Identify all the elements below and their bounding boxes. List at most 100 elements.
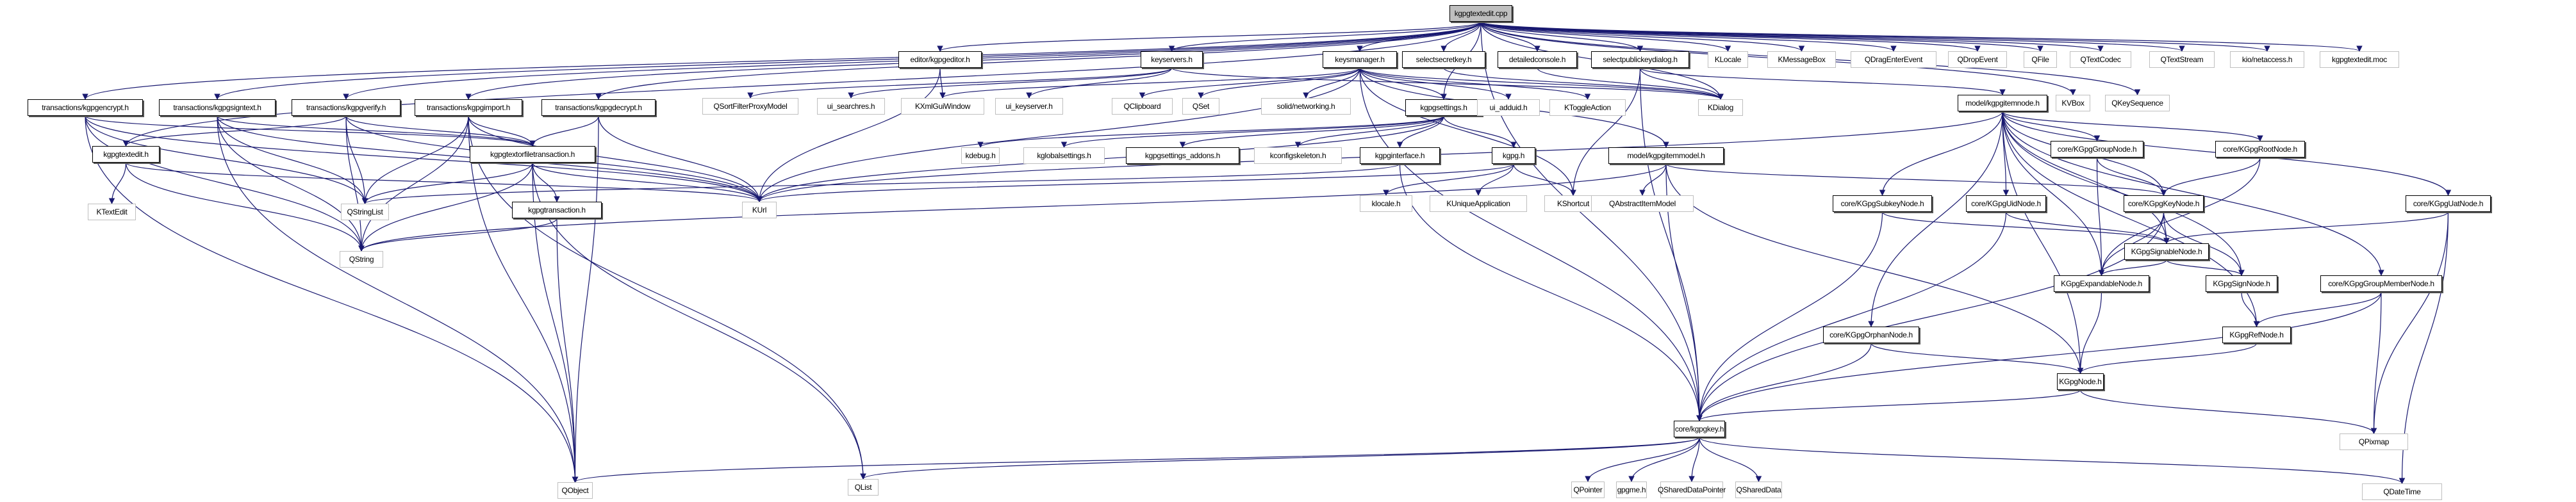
graph-node-keyservers[interactable]: keyservers.h bbox=[1141, 51, 1203, 68]
node-label: core/KGpgGroupNode.h bbox=[2057, 145, 2137, 154]
graph-node-rootnode[interactable]: core/KGpgRootNode.h bbox=[2215, 141, 2305, 158]
node-label: KShortcut bbox=[1557, 199, 1589, 208]
edge-groupnode-to-keynode bbox=[2096, 157, 2167, 196]
graph-node-settings[interactable]: kgpgsettings.h bbox=[1405, 99, 1482, 116]
edge-orphan-to-kgpgkey bbox=[1696, 343, 1872, 421]
edge-settings-to-kdebug bbox=[977, 115, 1444, 148]
graph-node-kgpgnode[interactable]: KGpgNode.h bbox=[2057, 373, 2104, 390]
node-label: KGpgExpandableNode.h bbox=[2061, 279, 2142, 288]
node-label: core/KGpgOrphanNode.h bbox=[1829, 330, 1913, 339]
node-label: kconfigskeleton.h bbox=[1269, 151, 1326, 160]
edge-root-to-selectsecret bbox=[1441, 21, 1482, 52]
node-label: QSharedDataPointer bbox=[1658, 485, 1726, 494]
graph-node-ktextedit: KTextEdit bbox=[88, 204, 136, 220]
edge-uidnode-to-kgpgkey bbox=[1696, 211, 2007, 421]
graph-node-signable[interactable]: KGpgSignableNode.h bbox=[2124, 243, 2209, 260]
graph-node-refnode[interactable]: KGpgRefNode.h bbox=[2222, 327, 2291, 343]
node-label: model/kgpgitemnode.h bbox=[1965, 99, 2040, 108]
edge-itemmodel-to-qaim bbox=[1639, 163, 1667, 196]
edge-itemmodel-to-keynode bbox=[1665, 163, 2167, 196]
edge-kgpgtransaction-to-qobject bbox=[556, 218, 579, 483]
graph-node-uidnode[interactable]: core/KGpgUidNode.h bbox=[1966, 195, 2046, 212]
edge-keysmanager-to-settings bbox=[1359, 67, 1447, 100]
edge-enc-to-textorfile bbox=[85, 115, 536, 147]
graph-node-orphan[interactable]: core/KGpgOrphanNode.h bbox=[1823, 327, 1919, 343]
node-label: keysmanager.h bbox=[1335, 55, 1385, 64]
edge-refnode-to-kgpgnode bbox=[2077, 343, 2258, 374]
node-label: kgpgsettings.h bbox=[1420, 103, 1467, 112]
edge-itemnode-to-groupnode bbox=[2002, 111, 2101, 142]
edge-itemnode-to-kgpgnode bbox=[2002, 111, 2084, 374]
edge-interface-to-kgpgkey bbox=[1399, 163, 1703, 421]
edge-decrypt-to-qobject bbox=[572, 115, 599, 483]
node-label: KGpgRefNode.h bbox=[2229, 330, 2284, 339]
graph-node-detailed[interactable]: detailedconsole.h bbox=[1498, 51, 1577, 68]
edge-rootnode-to-expandable bbox=[2098, 157, 2261, 276]
graph-node-import[interactable]: transactions/kgpgimport.h bbox=[415, 99, 522, 116]
edge-keyservers-to-uikeyserver bbox=[1026, 67, 1173, 99]
node-label: QDateTime bbox=[2383, 487, 2421, 496]
graph-node-groupnode[interactable]: core/KGpgGroupNode.h bbox=[2051, 141, 2143, 158]
graph-node-qdragenter: QDragEnterEvent bbox=[1851, 51, 1936, 68]
edge-keyservers-to-qsfpm bbox=[747, 67, 1173, 99]
graph-node-kgpgkey[interactable]: core/kgpgkey.h bbox=[1674, 421, 1725, 437]
edge-root-to-kmsgbox bbox=[1480, 21, 1805, 52]
graph-node-sign[interactable]: transactions/kgpgsigntext.h bbox=[159, 99, 276, 116]
node-label: KMessageBox bbox=[1778, 55, 1826, 64]
graph-node-editor[interactable]: editor/kgpgeditor.h bbox=[898, 51, 982, 68]
edge-root-to-editor bbox=[937, 21, 1482, 52]
graph-node-selectsecret[interactable]: selectsecretkey.h bbox=[1402, 51, 1485, 68]
node-label: core/KGpgUatNode.h bbox=[2413, 199, 2484, 208]
node-label: KUniqueApplication bbox=[1446, 199, 1510, 208]
edge-textorfile-to-kgpgtransaction bbox=[532, 162, 560, 202]
edge-enc-to-qobject bbox=[85, 115, 579, 483]
graph-node-textedit_h[interactable]: kgpgtextedit.h bbox=[92, 146, 160, 163]
edge-kgpgkey-to-qlist bbox=[860, 437, 1700, 480]
graph-node-root[interactable]: kgpgtextedit.cpp bbox=[1449, 5, 1512, 22]
graph-node-decrypt[interactable]: transactions/kgpgdecrypt.h bbox=[541, 99, 656, 116]
graph-node-signnode[interactable]: KGpgSignNode.h bbox=[2206, 275, 2277, 292]
graph-node-qsdp: QSharedDataPointer bbox=[1658, 482, 1726, 498]
edge-import-to-qobject bbox=[468, 115, 579, 483]
graph-node-expandable[interactable]: KGpgExpandableNode.h bbox=[2054, 275, 2149, 292]
graph-node-selectpub[interactable]: selectpublickeydialog.h bbox=[1591, 51, 1689, 68]
node-label: KGpgNode.h bbox=[2059, 377, 2102, 386]
edge-uidnode-to-signable bbox=[2005, 211, 2170, 244]
edge-itemnode-to-signable bbox=[2002, 111, 2170, 244]
graph-node-itemnode[interactable]: model/kgpgitemnode.h bbox=[1958, 95, 2047, 111]
node-label: QClipboard bbox=[1123, 102, 1161, 111]
edge-selectpub-to-kgpgkey bbox=[1639, 67, 1703, 421]
edge-groupmember-to-kgpgkey bbox=[1696, 291, 2382, 421]
graph-node-settingsaddons[interactable]: kgpgsettings_addons.h bbox=[1126, 147, 1239, 164]
edge-root-to-kgpgkey bbox=[1480, 21, 1703, 421]
node-label: klocale.h bbox=[1371, 199, 1401, 208]
graph-node-verify[interactable]: transactions/kgpgverify.h bbox=[292, 99, 400, 116]
node-label: QAbstractItemModel bbox=[1609, 199, 1676, 208]
graph-node-uatnode[interactable]: core/KGpgUatNode.h bbox=[2406, 195, 2491, 212]
edge-uatnode-to-qpixmap bbox=[2370, 211, 2449, 434]
graph-node-kxmlgui: KXmlGuiWindow bbox=[901, 98, 984, 115]
graph-node-textorfile[interactable]: kgpgtextorfiletransaction.h bbox=[470, 146, 595, 163]
graph-node-kgpg[interactable]: kgpg.h bbox=[1492, 147, 1535, 164]
graph-node-enc[interactable]: transactions/kgpgencrypt.h bbox=[28, 99, 143, 116]
edge-settings-to-kconfigskel bbox=[1294, 115, 1444, 148]
graph-node-qtextstream: QTextStream bbox=[2149, 51, 2215, 68]
graph-node-qtextcodec: QTextCodec bbox=[2070, 51, 2131, 68]
node-label: transactions/kgpgdecrypt.h bbox=[555, 103, 642, 112]
node-label: gpgme.h bbox=[1617, 485, 1646, 494]
node-label: transactions/kgpgverify.h bbox=[306, 103, 386, 112]
graph-node-interface[interactable]: kgpginterface.h bbox=[1360, 147, 1440, 164]
graph-node-qkeyseq: QKeySequence bbox=[2105, 95, 2170, 111]
graph-node-groupmember[interactable]: core/KGpgGroupMemberNode.h bbox=[2320, 275, 2442, 292]
node-label: KDialog bbox=[1708, 103, 1733, 112]
node-label: QDragEnterEvent bbox=[1864, 55, 1923, 64]
edge-subkeynode-to-signable bbox=[1881, 211, 2170, 244]
node-label: QTextCodec bbox=[2080, 55, 2121, 64]
graph-node-keysmanager[interactable]: keysmanager.h bbox=[1323, 51, 1397, 68]
graph-node-keynode[interactable]: core/KGpgKeyNode.h bbox=[2124, 195, 2204, 212]
node-label: editor/kgpgeditor.h bbox=[910, 55, 970, 64]
graph-node-subkeynode[interactable]: core/KGpgSubkeyNode.h bbox=[1833, 195, 1932, 212]
graph-node-qstringlist: QStringList bbox=[341, 204, 389, 220]
graph-node-kgpgtransaction[interactable]: kgpgtransaction.h bbox=[512, 202, 602, 218]
graph-node-itemmodel[interactable]: model/kgpgitemmodel.h bbox=[1608, 147, 1724, 164]
